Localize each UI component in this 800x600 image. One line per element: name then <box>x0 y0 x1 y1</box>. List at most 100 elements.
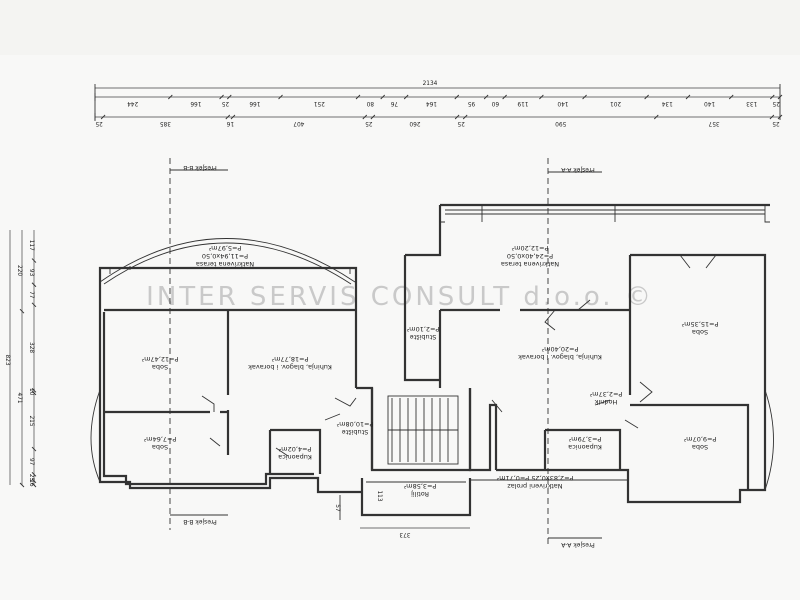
dim-left-r1-7: 25 <box>28 474 34 482</box>
dim-top-r2-1: 385 <box>160 120 171 126</box>
dim-top-r1-10: 119 <box>517 100 528 106</box>
wall-right-left <box>438 310 498 472</box>
door-swing-10 <box>594 399 611 406</box>
room-area: P=4,02m² <box>278 445 311 453</box>
room-area: P=9,07m² <box>683 435 716 443</box>
section-label-aa-top: Presjek A-A <box>560 166 594 173</box>
passage-outline <box>470 479 629 492</box>
room-area: P=12,47m² <box>141 355 178 363</box>
door-swing-1 <box>201 395 215 412</box>
door-swing-9 <box>639 381 653 403</box>
room-area: P=18,77m² <box>271 355 308 363</box>
stair-treads <box>387 395 459 465</box>
wall-right-room2 <box>630 403 750 490</box>
dim-top-r2-8: 357 <box>708 120 719 126</box>
dim-top-r1-16: 25 <box>772 100 780 106</box>
dim-top-r1-15: 133 <box>746 100 757 106</box>
room-name: Kuhinja, blagov. i boravak <box>518 353 602 361</box>
room-name: Natkriveni prolaz <box>507 482 563 490</box>
dim-top-r1-8: 95 <box>467 100 475 106</box>
dim-overall-top: 2134 <box>423 81 438 87</box>
door-swing-3 <box>275 447 289 457</box>
section-cut-a: Presjek A-A Presjek A-A <box>547 158 602 548</box>
dim-bottom-373: 373 <box>399 531 410 537</box>
room-area: P=10,08m² <box>336 420 373 428</box>
dim-left-r1-8: 16 <box>28 479 34 487</box>
dim-top-r2-0: 25 <box>95 120 103 126</box>
room-area: P=20,40m² <box>541 345 578 353</box>
bump-right <box>764 389 774 491</box>
room-dims: P=11,94x0,50 <box>202 252 248 260</box>
room-name: Rotilij <box>411 490 429 498</box>
room-name: Soba <box>692 328 708 336</box>
dim-top-r1-1: 166 <box>190 100 201 106</box>
room-name: Soba <box>692 443 708 451</box>
dim-left-r1-2: 77 <box>28 291 34 299</box>
wall-bath-right <box>545 428 622 470</box>
room-name: Kuhinja, blagov. i boravak <box>248 363 332 371</box>
room-area: P=12,20m² <box>511 244 548 252</box>
door-swing-11 <box>624 419 639 429</box>
dim-top-r1-6: 76 <box>390 100 398 106</box>
dim-top-r2-5: 260 <box>409 120 420 126</box>
dim-top-r1-2: 25 <box>221 100 229 106</box>
wall-left-top <box>98 266 358 388</box>
door-swing-4 <box>334 397 357 407</box>
dim-left-r2-1: 471 <box>16 393 22 404</box>
room-name: Stubište <box>342 428 369 436</box>
door-swing-5 <box>324 413 341 421</box>
watermark: INTER SERVIS CONSULT d.o.o. © <box>146 282 654 312</box>
walls <box>90 203 774 517</box>
dim-top-r1-0: 244 <box>127 100 138 106</box>
room-name: Hodnik <box>594 398 617 406</box>
dim-top-r2-2: 16 <box>226 120 234 126</box>
section-cut-b: Presjek B-B Presjek B-B <box>169 158 228 530</box>
door-swing-7 <box>577 299 591 311</box>
dim-top-r2-4: 25 <box>365 120 373 126</box>
room-name: Soba <box>152 443 168 451</box>
room-area: P=3,58m² <box>403 482 436 490</box>
door-swing-8 <box>679 254 717 269</box>
dim-top-r1-14: 140 <box>704 100 715 106</box>
dim-left-r1-0: 117 <box>28 240 34 251</box>
dim-top-r1-12: 201 <box>610 100 621 106</box>
dim-top-r1-3: 166 <box>249 100 260 106</box>
section-label-bb-bottom: Presjek B-B <box>183 518 217 525</box>
room-area: P=15,35m² <box>681 320 718 328</box>
openings <box>109 205 717 457</box>
bump-left <box>90 389 101 483</box>
dim-left-r2-0: 220 <box>16 265 22 276</box>
room-name: Kupaonica <box>568 443 602 451</box>
door-swing-6 <box>544 309 556 331</box>
section-label-aa-bottom: Presjek A-A <box>560 541 594 548</box>
wall-left-outer-inner <box>102 312 314 486</box>
dim-left-r1-4: 10 <box>28 388 34 396</box>
dim-top-r1-5: 80 <box>366 100 374 106</box>
dim-overall-left: 823 <box>4 354 10 365</box>
room-name: Stubište <box>410 333 437 341</box>
dim-left-r1-1: 93 <box>28 269 34 277</box>
room-area: P=5,97m² <box>208 244 241 252</box>
section-label-bb-top: Presjek B-B <box>183 164 217 171</box>
room-area: P=2,37m² <box>589 390 622 398</box>
terrace-arc-left <box>99 238 356 283</box>
room-area: P=3,79m² <box>568 435 601 443</box>
room-dims: P=24,40x0,50 <box>507 252 553 260</box>
dim-top-r1-4: 251 <box>313 100 324 106</box>
room-name: Natkrivena terasa <box>196 260 254 268</box>
dim-top-r2-3: 407 <box>293 120 304 126</box>
